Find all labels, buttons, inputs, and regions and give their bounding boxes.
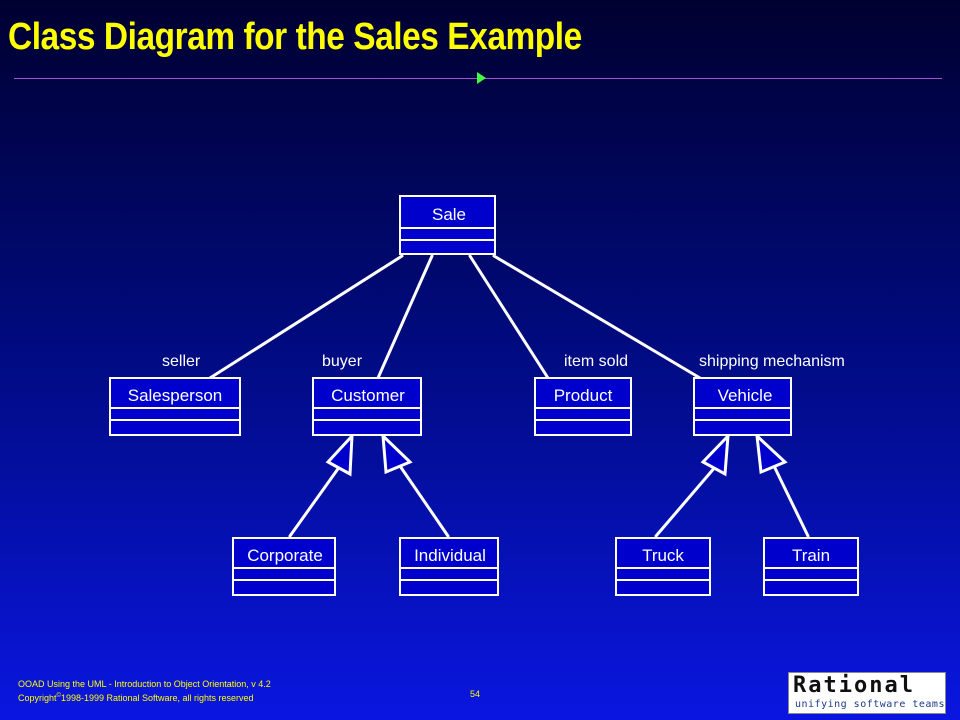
generalization-train xyxy=(772,464,810,538)
rational-logo: Rational unifying software teams xyxy=(788,672,946,714)
footer-course-line: OOAD Using the UML - Introduction to Obj… xyxy=(18,679,271,689)
class-name-product: Product xyxy=(554,386,613,405)
class-salesperson xyxy=(109,377,241,436)
class-name-salesperson: Salesperson xyxy=(128,386,223,405)
play-arrow-icon xyxy=(477,72,486,84)
generalization-individual xyxy=(398,464,450,538)
association-seller xyxy=(208,254,404,380)
class-sale xyxy=(399,195,496,255)
class-name-train: Train xyxy=(792,546,830,565)
generalization-arrowhead xyxy=(755,432,788,475)
logo-tagline: unifying software teams xyxy=(795,699,945,710)
class-vehicle xyxy=(693,377,792,436)
copyright-symbol: © xyxy=(56,693,61,699)
class-truck xyxy=(615,537,711,596)
class-individual xyxy=(399,537,499,596)
role-item-sold: item sold xyxy=(564,353,628,370)
logo-wordmark: Rational xyxy=(793,673,915,698)
role-shipping-mechanism: shipping mechanism xyxy=(699,353,845,370)
footer-credits: OOAD Using the UML - Introduction to Obj… xyxy=(18,678,271,704)
class-name-truck: Truck xyxy=(642,546,684,565)
class-name-individual: Individual xyxy=(414,546,486,565)
class-customer xyxy=(312,377,422,436)
class-corporate xyxy=(232,537,336,596)
association-shipping xyxy=(492,254,702,380)
generalization-truck xyxy=(654,464,718,538)
class-train xyxy=(763,537,859,596)
class-name-customer: Customer xyxy=(331,386,405,405)
class-name-vehicle: Vehicle xyxy=(718,386,773,405)
association-item-sold xyxy=(468,254,550,380)
generalization-arrowhead xyxy=(381,432,413,475)
generalization-corporate xyxy=(288,464,342,538)
page-number: 54 xyxy=(470,689,481,699)
class-name-sale: Sale xyxy=(432,205,466,224)
footer-copyright-line: Copyright©1998-1999 Rational Software, a… xyxy=(18,693,254,703)
page-title: Class Diagram for the Sales Example xyxy=(8,16,582,58)
class-product xyxy=(534,377,632,436)
generalization-arrowhead xyxy=(325,431,354,477)
class-name-corporate: Corporate xyxy=(247,546,323,565)
role-seller: seller xyxy=(162,353,201,370)
generalization-arrowhead xyxy=(700,431,730,477)
role-buyer: buyer xyxy=(322,353,363,370)
association-buyer xyxy=(376,254,434,380)
